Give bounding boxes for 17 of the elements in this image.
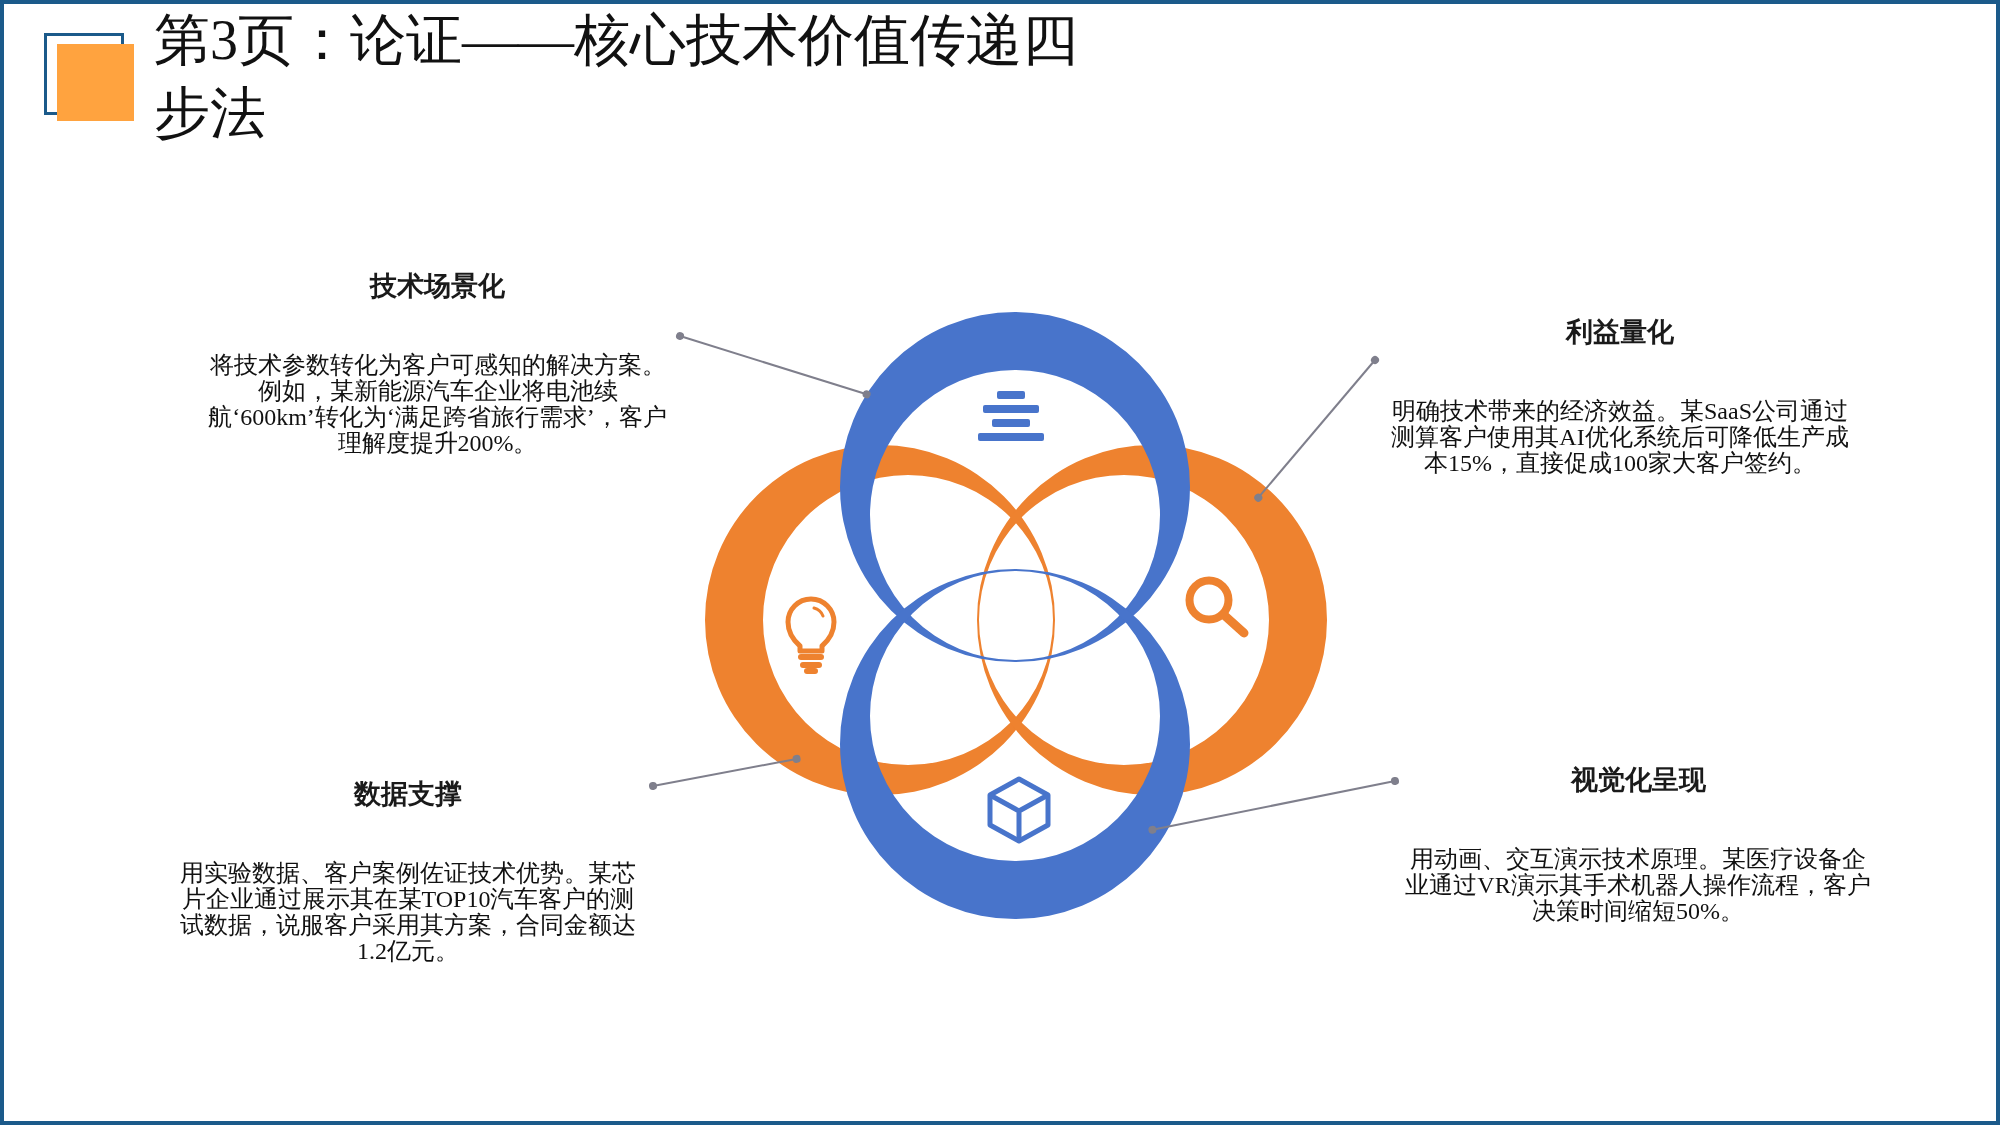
slide-title: 第3页：论证——核心技术价值传递四步法: [154, 8, 1079, 146]
crescent-ring: [705, 445, 1055, 795]
callout-text: 将技术参数转化为客户可感知的解决方案。例如，某新能源汽车企业将电池续航‘600km’转化为‘满足跨省旅行需求’，客户理解度提升200%。: [207, 352, 668, 456]
callout-heading: 利益量化: [1566, 316, 1674, 348]
callout-text: 明确技术带来的经济效益。某SaaS公司通过测算客户使用其AI优化系统后可降低生产成本15%，直接促成100家大客户签约。: [1390, 398, 1850, 476]
callout-heading: 视觉化呈现: [1570, 764, 1706, 796]
crescent-ring: [840, 312, 1190, 662]
crescent-ring: [840, 569, 1190, 919]
leader-line: [1148, 777, 1399, 834]
callout-heading: 技术场景化: [370, 270, 505, 302]
crescent-ring: [977, 445, 1327, 795]
leader-line: [676, 332, 871, 399]
leader-line: [649, 754, 801, 790]
callout-heading: 数据支撑: [354, 778, 462, 810]
callout-text: 用实验数据、客户案例佐证技术优势。某芯片企业通过展示其在某TOP10汽车客户的测试数据，说服客户采用其方案，合同金额达1.2亿元。: [179, 860, 637, 964]
leader-line: [1254, 356, 1379, 502]
callout-text: 用动画、交互演示技术原理。某医疗设备企业通过VR演示其手术机器人操作流程，客户决策时间缩短50%。: [1404, 846, 1872, 924]
